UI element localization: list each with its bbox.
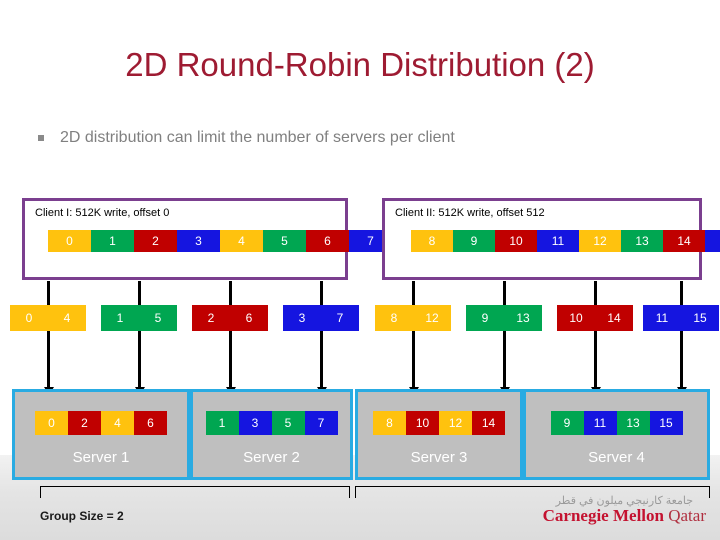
bullet-item: 2D distribution can limit the number of … <box>38 129 455 147</box>
flow-arrow-6 <box>499 281 510 395</box>
stripe-unit: 0 <box>48 230 91 252</box>
cmu-qatar-logo: جامعة كارنيجي ميلون في قطر Carnegie Mell… <box>543 495 706 526</box>
stripe-unit: 2 <box>134 230 177 252</box>
group-block-value: 15 <box>693 311 707 325</box>
group-block-value: 9 <box>481 311 489 325</box>
stripe-unit: 8 <box>411 230 453 252</box>
stripe-unit: 15 <box>705 230 720 252</box>
stripe-unit: 11 <box>583 411 617 435</box>
stripe-unit: 1 <box>205 411 239 435</box>
group-block: 9 13 <box>466 305 542 331</box>
flow-arrow-5 <box>408 281 419 395</box>
stripe-unit: 13 <box>621 230 663 252</box>
stripe-unit: 4 <box>101 411 134 435</box>
server-label: Server 4 <box>588 449 645 466</box>
stripe-unit: 5 <box>263 230 306 252</box>
stripe-unit: 1 <box>91 230 134 252</box>
group-block-value: 12 <box>425 311 439 325</box>
slide-title: 2D Round-Robin Distribution (2) <box>125 46 595 83</box>
group-block: 10 14 <box>557 305 633 331</box>
flow-arrow-2 <box>134 281 145 395</box>
group-block-value: 3 <box>298 311 306 325</box>
stripe-unit: 12 <box>579 230 621 252</box>
group-block-value: 0 <box>25 311 33 325</box>
stripe-unit: 6 <box>306 230 349 252</box>
logo-campus-name: Qatar <box>668 506 706 526</box>
group-block-value: 11 <box>655 311 669 325</box>
stripe-unit: 11 <box>537 230 579 252</box>
group-block-value: 7 <box>336 311 344 325</box>
flow-arrow-8 <box>676 281 687 395</box>
group-block-value: 5 <box>154 311 162 325</box>
stripe-unit: 5 <box>271 411 305 435</box>
group-block-value: 4 <box>63 311 71 325</box>
group-block-value: 6 <box>245 311 253 325</box>
server-label: Server 1 <box>72 449 130 466</box>
stripe-unit: 8 <box>373 411 406 435</box>
server-label: Server 2 <box>243 449 300 466</box>
stripe-unit: 0 <box>35 411 68 435</box>
group-block-value: 14 <box>607 311 621 325</box>
group-bracket-left <box>40 486 350 498</box>
group-size-label: Group Size = 2 <box>40 509 124 523</box>
server-label: Server 3 <box>410 449 468 466</box>
client-title: Client I: 512K write, offset 0 <box>35 207 170 219</box>
stripe-unit: 10 <box>495 230 537 252</box>
group-block-value: 13 <box>516 311 530 325</box>
square-bullet-icon <box>38 135 44 141</box>
logo-arabic-text: جامعة كارنيجي ميلون في قطر <box>555 495 694 508</box>
flow-arrow-4 <box>316 281 327 395</box>
group-bracket-right <box>355 486 710 498</box>
flow-arrow-7 <box>590 281 601 395</box>
stripe-unit: 15 <box>649 411 683 435</box>
group-block-value: 2 <box>207 311 215 325</box>
group-block: 8 12 <box>375 305 451 331</box>
group-block: 11 15 <box>643 305 719 331</box>
stripe-unit: 13 <box>616 411 650 435</box>
stripe-unit: 14 <box>472 411 505 435</box>
stripe-unit: 3 <box>177 230 220 252</box>
group-block-value: 8 <box>390 311 398 325</box>
stripe-unit: 2 <box>68 411 101 435</box>
stripe-unit: 3 <box>238 411 272 435</box>
flow-arrow-3 <box>225 281 236 395</box>
stripe-unit: 7 <box>349 230 392 252</box>
stripe-unit: 4 <box>220 230 263 252</box>
group-block-value: 10 <box>569 311 583 325</box>
flow-arrow-1 <box>43 281 54 395</box>
bullet-text: 2D distribution can limit the number of … <box>60 129 455 146</box>
client-stripe-units: 89101112131415 <box>411 230 720 252</box>
stripe-unit: 10 <box>406 411 439 435</box>
stripe-unit: 9 <box>453 230 495 252</box>
logo-university-name: Carnegie Mellon <box>542 506 664 526</box>
stripe-unit: 12 <box>439 411 472 435</box>
logo-name: Carnegie Mellon Qatar <box>542 506 706 526</box>
stripe-unit: 9 <box>550 411 584 435</box>
stripe-unit: 6 <box>134 411 167 435</box>
client-title: Client II: 512K write, offset 512 <box>395 207 545 219</box>
stripe-unit: 14 <box>663 230 705 252</box>
stripe-unit: 7 <box>304 411 338 435</box>
group-block-value: 1 <box>116 311 124 325</box>
